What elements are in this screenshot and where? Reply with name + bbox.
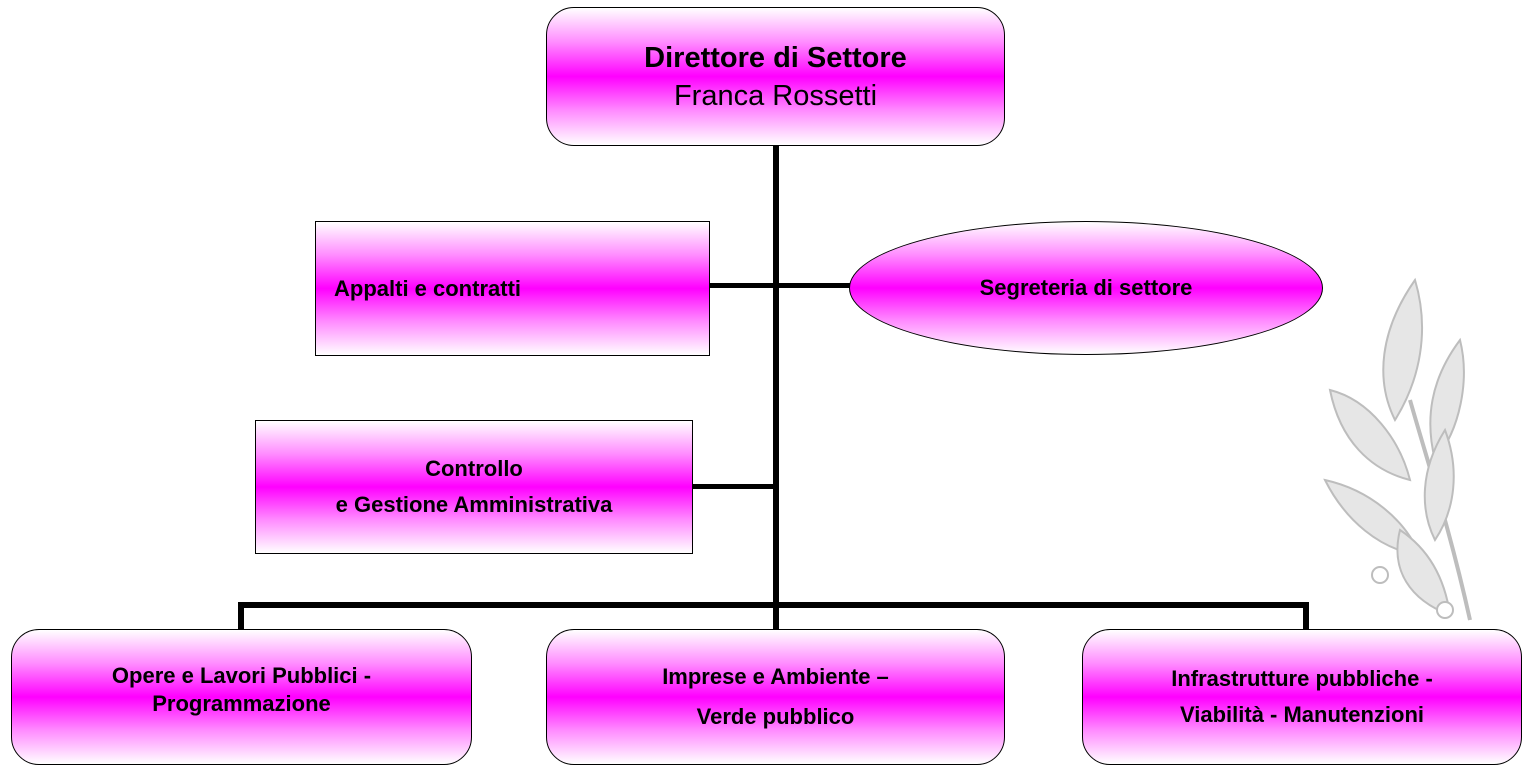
infrastrutture-line1: Infrastrutture pubbliche - xyxy=(1171,666,1433,691)
opere-box: Opere e Lavori Pubblici - Programmazione xyxy=(11,629,472,765)
controllo-box: Controllo e Gestione Amministrativa xyxy=(255,420,693,554)
imprese-box: Imprese e Ambiente – Verde pubblico xyxy=(546,629,1005,765)
director-box: Direttore di Settore Franca Rossetti xyxy=(546,7,1005,146)
main-vertical-line xyxy=(773,145,779,607)
appalti-connector xyxy=(709,283,851,288)
controllo-connector xyxy=(692,484,776,489)
director-title: Direttore di Settore xyxy=(644,41,907,74)
appalti-box: Appalti e contratti xyxy=(315,221,710,356)
infrastrutture-line2: Viabilità - Manutenzioni xyxy=(1179,702,1425,727)
imprese-line2: Verde pubblico xyxy=(696,704,855,729)
infrastrutture-box: Infrastrutture pubbliche - Viabilità - M… xyxy=(1082,629,1522,765)
bottom-left-drop xyxy=(238,602,244,630)
appalti-label: Appalti e contratti xyxy=(334,275,522,301)
bottom-center-drop xyxy=(773,602,779,630)
opere-line1: Opere e Lavori Pubblici - xyxy=(111,663,372,688)
segreteria-ellipse: Segreteria di settore xyxy=(849,221,1323,355)
director-name: Franca Rossetti xyxy=(673,79,878,112)
olive-branch-decoration xyxy=(1323,277,1472,621)
imprese-line1: Imprese e Ambiente – xyxy=(662,664,889,689)
controllo-line1: Controllo xyxy=(425,456,523,481)
segreteria-label: Segreteria di settore xyxy=(979,275,1193,300)
opere-line2: Programmazione xyxy=(152,691,331,716)
controllo-line2: e Gestione Amministrativa xyxy=(335,492,613,517)
bottom-right-drop xyxy=(1303,602,1309,630)
